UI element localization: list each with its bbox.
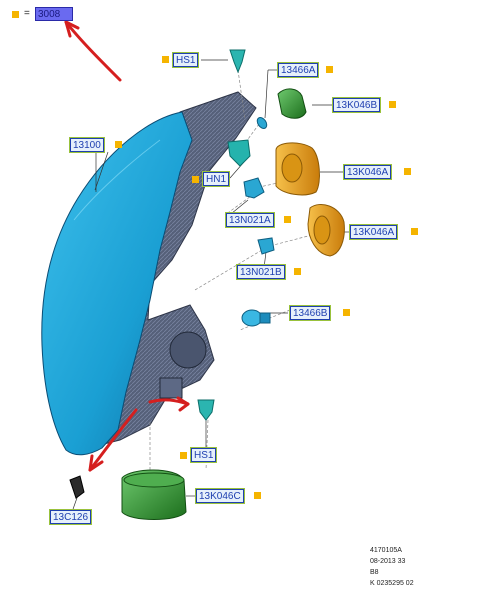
- callout-13c126[interactable]: 13C126: [50, 510, 92, 524]
- callout-13100[interactable]: 13100: [70, 138, 104, 152]
- small-bulb-13466a: [256, 117, 268, 129]
- callout-13k046c[interactable]: 13K046C: [196, 489, 244, 503]
- 13466a-marker: [326, 66, 333, 73]
- hs1-bottom-marker: [180, 452, 187, 459]
- 13k046b-marker: [389, 101, 396, 108]
- callout-13466a[interactable]: 13466A: [278, 63, 319, 77]
- cap-13k046b: [277, 88, 307, 119]
- drawing-revision: B8: [370, 569, 379, 576]
- 13k046a-lower-marker: [411, 228, 418, 235]
- drawing-reference: K 0235295 02: [370, 580, 414, 587]
- red-annotations: [64, 20, 190, 472]
- callout-13466b[interactable]: 13466B: [290, 306, 331, 320]
- socket-13k046a-lower: [307, 204, 345, 257]
- fastener-hs1-top: [229, 49, 246, 74]
- connector-hn1: [227, 139, 251, 167]
- socket-13k046a-upper: [275, 142, 320, 196]
- legend-code-box[interactable]: 3008: [35, 7, 73, 21]
- callout-13n021a[interactable]: 13N021A: [226, 213, 274, 227]
- 13466b-marker: [343, 309, 350, 316]
- legend-equals: =: [24, 8, 30, 19]
- callout-13k046a-lower[interactable]: 13K046A: [350, 225, 398, 239]
- callout-13k046b[interactable]: 13K046B: [333, 98, 381, 112]
- legend-marker: [12, 11, 19, 18]
- connector-13c126: [69, 475, 85, 499]
- 13k046a-upper-marker: [404, 168, 411, 175]
- fastener-hs1-bottom: [197, 399, 215, 421]
- drawing-info: 4170105A 08-2013 33 B8 K 0235295 02: [370, 545, 414, 589]
- cap-13k046c: [121, 469, 187, 520]
- bulb-13n021b: [257, 237, 275, 255]
- callout-13k046a-upper[interactable]: 13K046A: [344, 165, 392, 179]
- drawing-number: 4170105A: [370, 547, 402, 554]
- 13k046c-marker: [254, 492, 261, 499]
- hn1-marker: [192, 176, 199, 183]
- bulb-13n021a: [243, 177, 265, 199]
- bulb-13466b: [241, 309, 271, 327]
- callout-hs1-top[interactable]: HS1: [173, 53, 199, 67]
- 13100-marker: [115, 141, 122, 148]
- callout-hn1[interactable]: HN1: [203, 172, 230, 186]
- hs1-top-marker: [162, 56, 169, 63]
- callout-hs1-bottom[interactable]: HS1: [191, 448, 217, 462]
- headlamp-lens: [41, 111, 193, 456]
- 13n021a-marker: [284, 216, 291, 223]
- drawing-date: 08-2013 33: [370, 558, 406, 565]
- callout-13n021b[interactable]: 13N021B: [237, 265, 285, 279]
- 13n021b-marker: [294, 268, 301, 275]
